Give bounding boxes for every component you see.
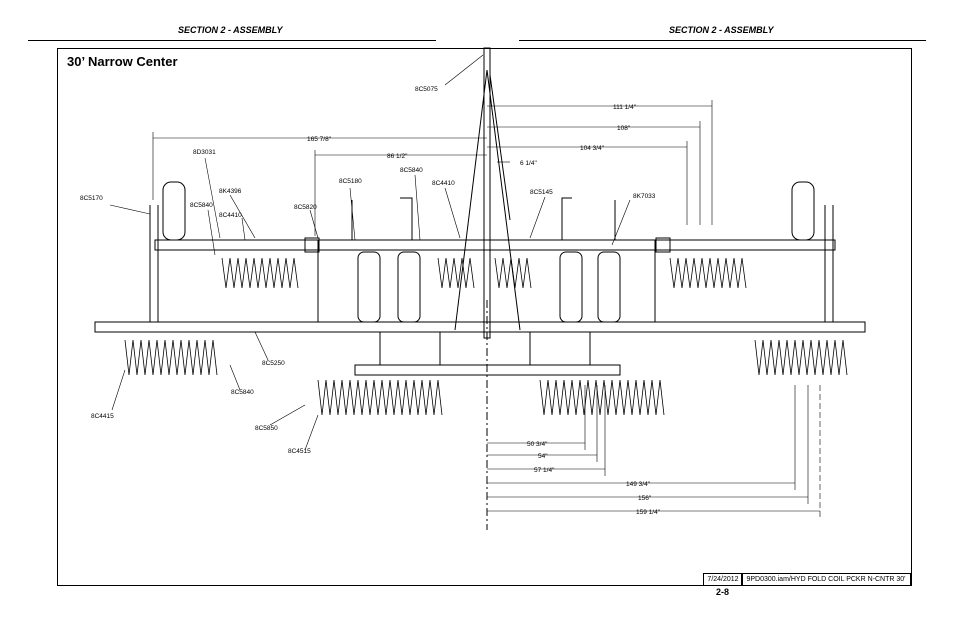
- callout-8C5075: 8C5075: [415, 86, 438, 93]
- callout-8C5850: 8C5850: [255, 425, 278, 432]
- header-rule-left: [28, 40, 436, 41]
- footer-date: 7/24/2012: [703, 573, 743, 586]
- footer-file: 9PD0300.iam/HYD FOLD COIL PCKR N-CNTR 30…: [741, 573, 911, 586]
- dimension-54: 54": [538, 453, 548, 460]
- main-toolbar: [154, 239, 836, 251]
- dimension-57-1-4: 57 1/4": [534, 467, 555, 474]
- dimension-108: 108": [617, 125, 631, 132]
- dimension-50-3-4: 50 3/4": [527, 441, 548, 448]
- dimension-149-3-4: 149 3/4": [626, 481, 651, 488]
- gauge-wheel-left: [162, 181, 186, 241]
- header-rule-right: [519, 40, 926, 41]
- callout-8C4410-a: 8C4410: [219, 212, 242, 219]
- dimension-104-3-4: 104 3/4": [580, 145, 605, 152]
- callout-8C5250: 8C5250: [262, 360, 285, 367]
- callout-8C4515: 8C4515: [288, 448, 311, 455]
- dimension-159-1-4: 159 1/4": [636, 509, 661, 516]
- rear-toolbar: [94, 321, 866, 333]
- section-header-left: SECTION 2 - ASSEMBLY: [178, 25, 283, 35]
- dimension-111-1-4: 111 1/4": [613, 104, 637, 111]
- callout-8C4410-b: 8C4410: [432, 180, 455, 187]
- gauge-wheel-right: [791, 181, 815, 241]
- callout-8K7033: 8K7033: [633, 193, 656, 200]
- callout-8C5840-c: 8C5840: [231, 389, 254, 396]
- callout-8D3031: 8D3031: [193, 149, 216, 156]
- callout-8C5180: 8C5180: [339, 178, 362, 185]
- page-title: 30’ Narrow Center: [67, 54, 178, 69]
- callout-8C5820: 8C5820: [294, 204, 317, 211]
- dimension-86-1-2: 86 1/2": [387, 153, 408, 160]
- dimension-6-1-4: 6 1/4": [520, 160, 537, 167]
- callout-8C5840-b: 8C5840: [400, 167, 423, 174]
- callout-8C5170: 8C5170: [80, 195, 103, 202]
- callout-8C5840-a: 8C5840: [190, 202, 213, 209]
- callout-8C4415: 8C4415: [91, 413, 114, 420]
- callout-8C5145: 8C5145: [530, 189, 553, 196]
- section-header-right: SECTION 2 - ASSEMBLY: [669, 25, 774, 35]
- callout-8K4396: 8K4396: [219, 188, 242, 195]
- dimension-165-7-8: 165 7/8": [307, 136, 332, 143]
- center-lower-frame: [354, 364, 621, 376]
- dimension-156: 156": [638, 495, 652, 502]
- page-number: 2-8: [716, 587, 730, 597]
